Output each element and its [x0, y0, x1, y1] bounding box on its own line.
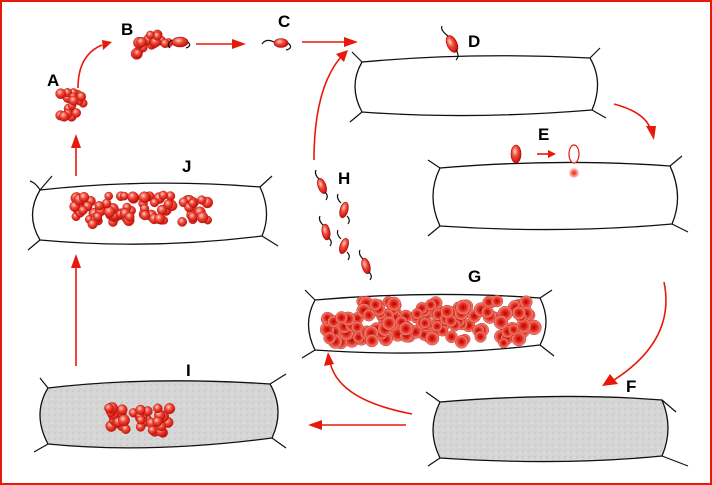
spore	[508, 323, 520, 336]
spore	[78, 205, 88, 216]
label-a: A	[47, 71, 59, 90]
label-i: I	[186, 361, 191, 380]
spore	[55, 88, 67, 99]
spore	[139, 210, 150, 221]
label-j: J	[182, 157, 191, 176]
spore	[78, 191, 90, 203]
spore	[133, 48, 143, 59]
spore	[136, 415, 146, 425]
spore	[147, 425, 158, 435]
spore	[68, 95, 79, 106]
spore	[145, 30, 155, 40]
encysted-spore-e	[510, 144, 580, 178]
zoospore	[314, 169, 328, 201]
label-g: G	[468, 267, 481, 286]
spore	[152, 416, 163, 427]
spore	[369, 298, 382, 311]
spore	[386, 296, 402, 312]
spore	[490, 295, 504, 308]
zoospore-d	[441, 25, 459, 61]
zoospore	[336, 193, 350, 225]
spore	[187, 211, 198, 222]
spore	[197, 195, 207, 205]
label-b: B	[121, 20, 133, 39]
label-f: F	[626, 377, 636, 396]
spore	[118, 414, 130, 427]
spore	[196, 211, 209, 224]
spore	[76, 91, 86, 102]
cell-e	[427, 155, 689, 237]
zoospore	[358, 249, 372, 281]
spore	[440, 304, 454, 319]
spore	[419, 317, 431, 329]
spore	[511, 305, 526, 320]
label-d: D	[468, 32, 480, 51]
spore	[94, 201, 104, 211]
cell-d	[349, 47, 607, 123]
cell-f	[425, 391, 689, 467]
spore	[431, 320, 443, 333]
spore	[474, 330, 487, 343]
spore	[365, 334, 379, 348]
label-h: H	[338, 169, 350, 188]
spore	[455, 299, 471, 315]
spore	[138, 191, 151, 204]
spore	[424, 299, 437, 311]
spore	[124, 211, 135, 222]
spore	[493, 315, 509, 330]
spore-cluster-a	[55, 88, 88, 122]
zoospore-b	[167, 36, 191, 49]
spore	[149, 197, 160, 208]
spore	[164, 403, 176, 415]
spore	[425, 331, 440, 346]
spore	[58, 111, 70, 122]
spore	[120, 191, 129, 201]
zoospore	[336, 229, 350, 261]
spore	[154, 213, 166, 225]
spore	[335, 311, 348, 325]
spore	[71, 108, 82, 118]
spore	[498, 337, 510, 349]
spore	[163, 199, 174, 210]
spore	[127, 191, 139, 203]
spore	[351, 321, 364, 334]
label-e: E	[538, 125, 549, 144]
spore	[381, 315, 397, 331]
label-c: C	[278, 12, 290, 31]
spore	[362, 308, 376, 322]
spore	[136, 37, 147, 48]
zoospore	[318, 215, 332, 247]
spore	[92, 212, 103, 222]
spore	[323, 331, 337, 345]
zoospore-c	[261, 38, 292, 51]
spore	[445, 330, 458, 343]
spore	[153, 403, 163, 413]
spore-mass-g	[319, 295, 542, 350]
spore	[158, 190, 168, 200]
spore	[411, 308, 424, 320]
spore	[116, 404, 128, 416]
spore	[87, 219, 98, 230]
zoospores-h	[314, 169, 372, 281]
spore-cluster-j	[69, 190, 214, 230]
spore-cluster-b	[130, 29, 174, 60]
spore	[135, 404, 146, 416]
spore-cluster-i	[104, 402, 176, 438]
spore	[398, 321, 414, 336]
spore	[104, 403, 114, 414]
spore	[188, 198, 198, 208]
arrows	[71, 37, 667, 430]
spore	[177, 217, 187, 227]
